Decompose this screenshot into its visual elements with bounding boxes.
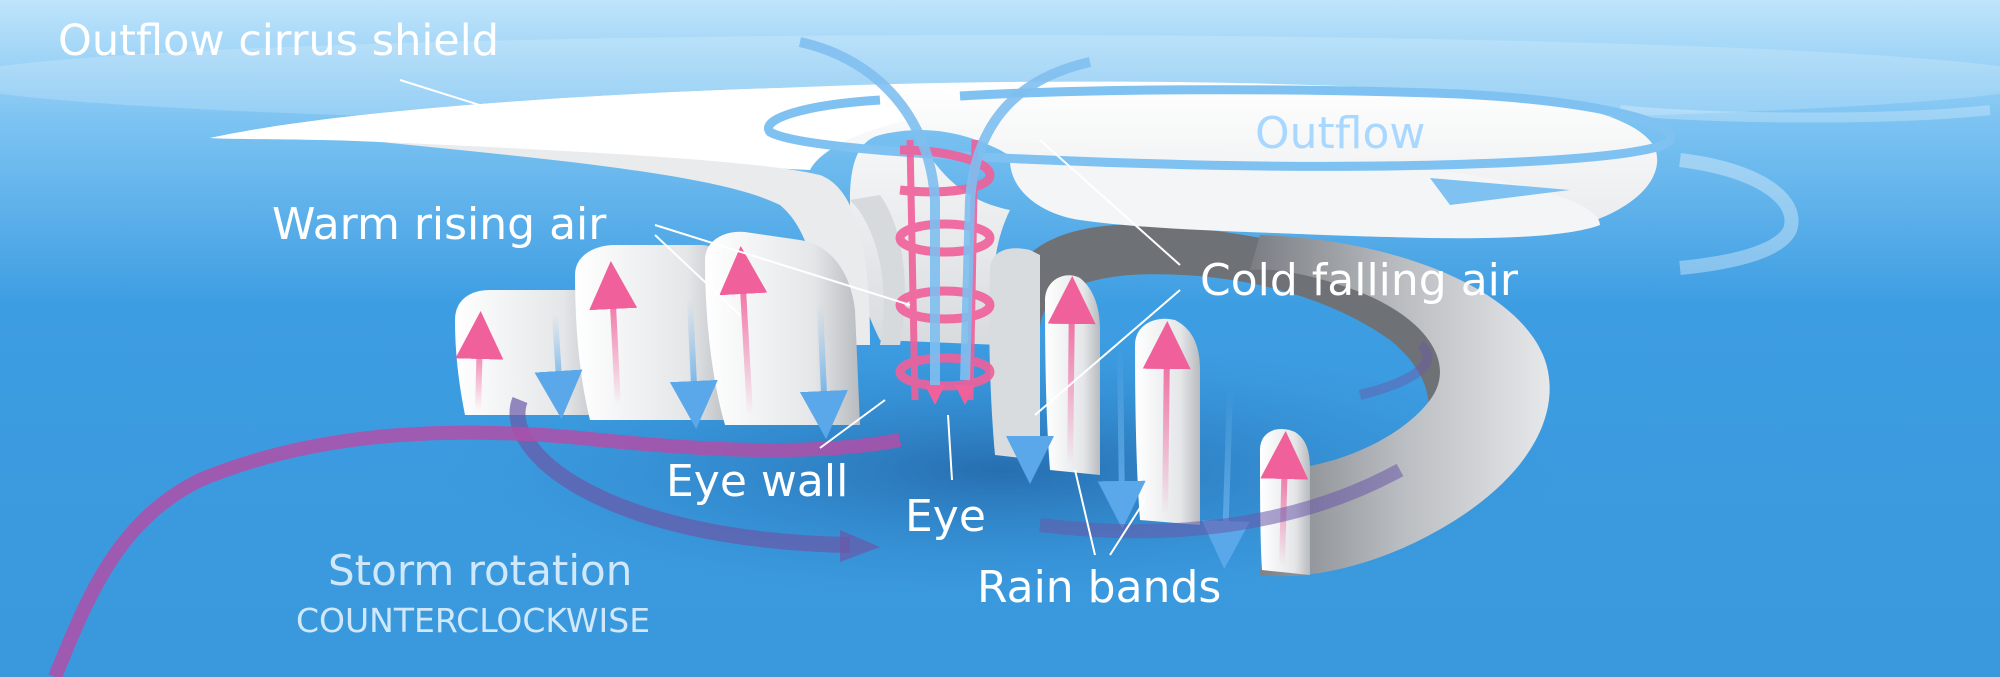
- leader-rain-1: [1074, 469, 1096, 556]
- cold-arrow-1: [534, 314, 583, 419]
- cirrus-right-lobe: [1010, 149, 1600, 239]
- outflow-swirl-faint: [1679, 153, 1799, 275]
- outer-rain-ring: [1250, 235, 1550, 577]
- eye-arrowhead-1: [925, 385, 945, 405]
- spiral-loop-4: [895, 353, 995, 391]
- leader-eye: [947, 414, 953, 481]
- band-air-arrows: [455, 246, 1309, 569]
- label-outflow-cirrus-shield: Outflow cirrus shield: [58, 16, 500, 66]
- rotation-arrowhead-left: [840, 530, 880, 562]
- leader-cirrus: [399, 79, 576, 136]
- cold-arrow-r2: [1097, 349, 1146, 529]
- label-eye: Eye: [905, 491, 986, 542]
- warm-arrow-2: [589, 261, 638, 406]
- spiral-loop-3: [895, 286, 995, 324]
- inflow-spiral-arrow: [48, 425, 902, 677]
- cold-arrow-top-left: [798, 37, 940, 390]
- rotation-arrow-left: [509, 397, 851, 553]
- label-outflow: Outflow: [1255, 108, 1426, 159]
- eye-arrowhead-2: [955, 385, 975, 405]
- cirrus-left-highlight: [210, 87, 910, 170]
- leader-eye-wall: [819, 399, 886, 449]
- cold-arrow-2: [669, 299, 718, 429]
- warm-arrow-1: [455, 311, 504, 411]
- leader-lines: [399, 79, 1181, 556]
- outflow-streak-faint: [1619, 105, 1991, 123]
- label-storm-rotation: Storm rotation: [328, 546, 633, 595]
- label-rain-bands: Rain bands: [977, 562, 1222, 613]
- spiral-loop-2: [895, 219, 995, 257]
- cold-arrow-3: [799, 304, 848, 439]
- leader-cold-band: [1034, 289, 1181, 416]
- label-counterclockwise: COUNTERCLOCKWISE: [296, 601, 651, 640]
- label-warm-rising-air: Warm rising air: [272, 199, 607, 250]
- warm-arrow-3: [719, 246, 768, 416]
- rotation-arrow-rear: [1358, 341, 1433, 400]
- label-eye-wall: Eye wall: [666, 456, 849, 507]
- leader-warm-to-band: [654, 234, 741, 316]
- warm-arrow-r1: [1047, 276, 1096, 466]
- label-cold-falling-air: Cold falling air: [1200, 255, 1518, 306]
- cold-air-arrows-top: [798, 37, 1092, 390]
- leader-rain-2: [1109, 499, 1146, 556]
- outflow-ring-arrow: [764, 85, 1676, 171]
- leader-warm-to-eye: [654, 224, 911, 306]
- warm-arrow-r2: [1142, 321, 1191, 516]
- eye-wall-left-face: [850, 195, 905, 345]
- outflow-ring-arrowhead: [1430, 178, 1570, 205]
- spiral-axis-left: [906, 139, 919, 401]
- cold-arrow-top-right: [960, 57, 1092, 381]
- leader-cold-top: [1039, 139, 1181, 266]
